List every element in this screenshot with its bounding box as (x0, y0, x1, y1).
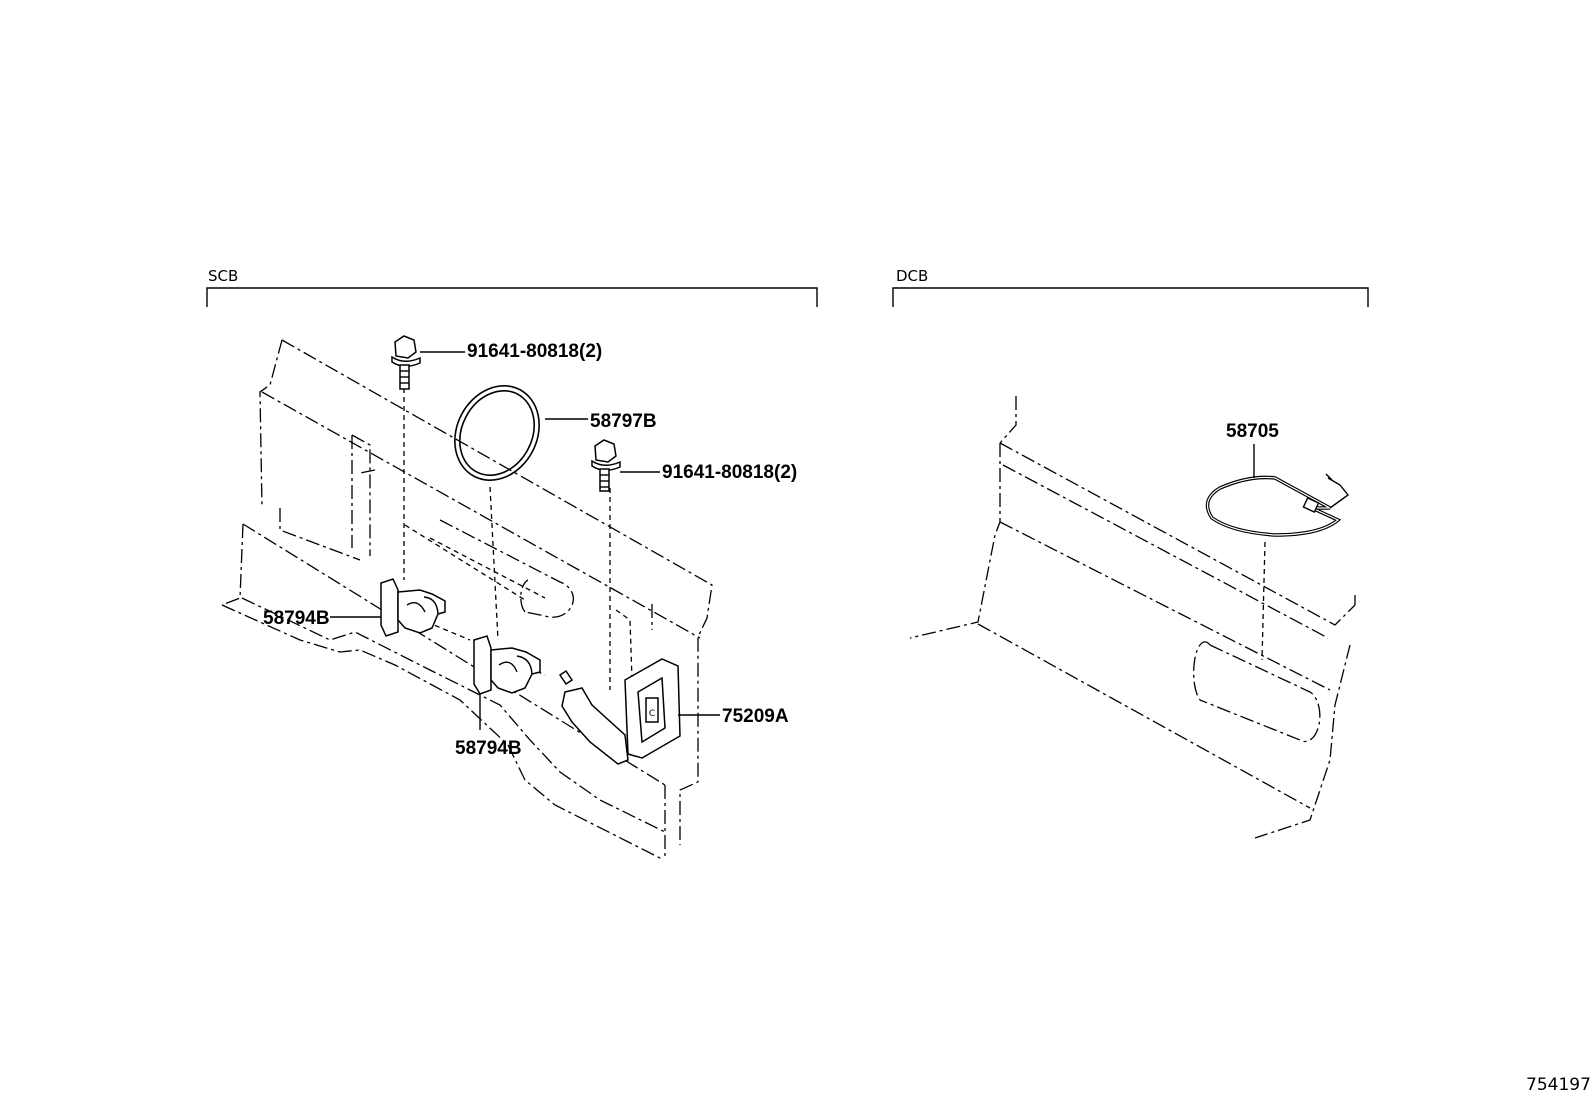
dcb-section-bracket: DCB (892, 267, 1369, 307)
bolt-lower-part (591, 439, 660, 492)
dcb-section-label: DCB (896, 267, 928, 285)
bracket-label: 75209A (722, 706, 789, 727)
clip-upper-part (330, 578, 446, 637)
clip-lower-part (473, 635, 541, 730)
clip-upper-label: 58794B (263, 608, 330, 629)
bracket-mark-icon: C (649, 709, 655, 719)
scb-section-bracket: SCB (206, 267, 818, 307)
wire-label: 58705 (1226, 421, 1279, 442)
gasket-ring-part (454, 385, 588, 481)
dcb-panel-outline (909, 396, 1356, 839)
bolt-upper-label: 91641-80818(2) (467, 341, 602, 362)
diagram-reference-number: 754197 (1526, 1075, 1591, 1095)
scb-alignment-lines (403, 388, 633, 690)
bolt-upper-part (391, 335, 465, 390)
bracket-part: C (558, 658, 720, 765)
bolt-lower-label: 91641-80818(2) (662, 462, 797, 483)
wire-part (1205, 444, 1350, 537)
clip-lower-label: 58794B (455, 738, 522, 759)
scb-section-label: SCB (208, 267, 238, 285)
gasket-label: 58797B (590, 411, 657, 432)
